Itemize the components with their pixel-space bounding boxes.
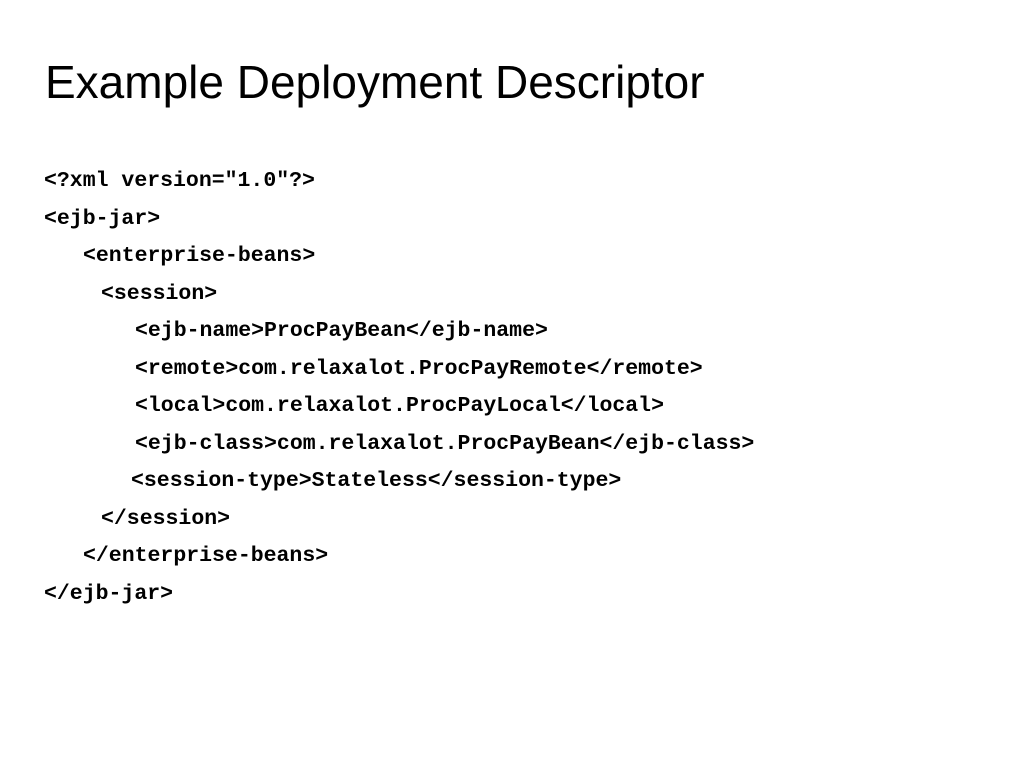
code-line-remote: <remote>com.relaxalot.ProcPayRemote</rem…: [135, 356, 703, 381]
code-line-local: <local>com.relaxalot.ProcPayLocal</local…: [135, 394, 664, 418]
code-line-session-close: </session>: [101, 506, 231, 531]
code-line-enterprise-beans-open: <enterprise-beans>: [83, 244, 316, 268]
code-line-enterprise-beans-close: </enterprise-beans>: [83, 544, 329, 568]
xml-code-block: <?xml version="1.0"?> <ejb-jar> <enterpr…: [44, 163, 754, 613]
code-line-ejb-class: <ejb-class>com.relaxalot.ProcPayBean</ej…: [135, 431, 755, 456]
code-line-session-type: <session-type>Stateless</session-type>: [131, 469, 622, 493]
code-line-ejb-name: <ejb-name>ProcPayBean</ejb-name>: [135, 319, 548, 343]
code-line-xml-declaration: <?xml version="1.0"?>: [44, 169, 315, 193]
code-line-ejb-jar-close: </ejb-jar>: [44, 581, 174, 606]
code-line-ejb-jar-open: <ejb-jar>: [44, 206, 161, 231]
code-line-session-open: <session>: [101, 281, 218, 306]
slide-title: Example Deployment Descriptor: [45, 56, 705, 108]
